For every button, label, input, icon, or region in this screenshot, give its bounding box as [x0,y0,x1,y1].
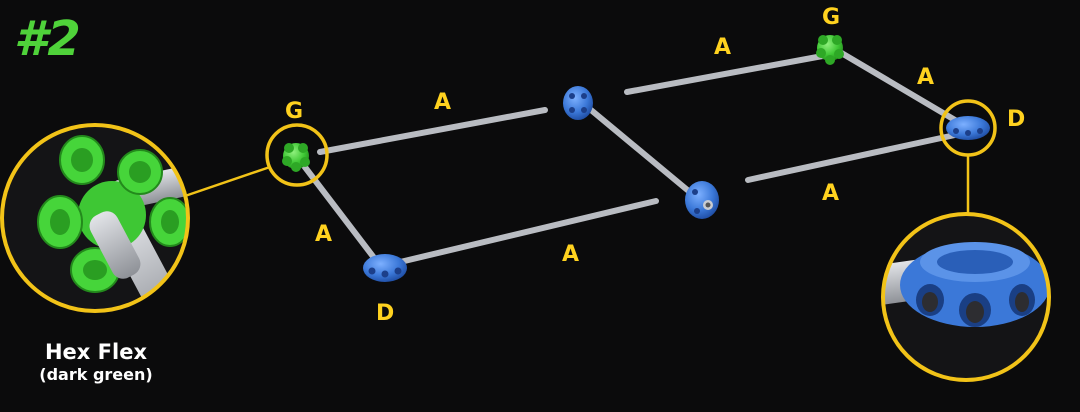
rod-middle-diagonal [582,102,700,201]
callout-subtitle: (dark green) [39,365,153,384]
connector-label-green-top: G [822,5,840,30]
rod-bottom [393,198,659,266]
connector-label-blue-right: D [1007,107,1025,132]
blue-connector-icon [881,212,1051,382]
rod-label: A [315,222,332,247]
callout-title: Hex Flex [44,340,147,364]
step-number: #2 [14,11,81,67]
connector-label-green-left: G [285,99,303,124]
rod-label: A [434,90,451,115]
blue-connector-middle [685,181,719,219]
hex-flex-green-icon [0,123,190,313]
green-connector-top [816,35,844,65]
callout-line-left [181,165,271,199]
rod-right-diagonal [830,45,963,126]
blue-connector-top-middle [563,86,593,120]
rod-right-bottom [745,132,958,183]
rod-label: A [917,65,934,90]
rod-left-top [317,107,548,155]
rod-label: A [714,35,731,60]
green-connector-left [282,143,310,172]
rod-label: A [822,181,839,206]
callout-caption: Hex Flex (dark green) [28,339,164,385]
blue-connector-bottom-left [363,254,407,282]
rod-left-diagonal [295,155,381,266]
rod-top-right [624,52,831,95]
highlight-ring-left [265,123,329,187]
blue-connector-right [946,116,990,140]
connector-label-blue-bottom: D [376,301,394,326]
rod-label: A [562,242,579,267]
